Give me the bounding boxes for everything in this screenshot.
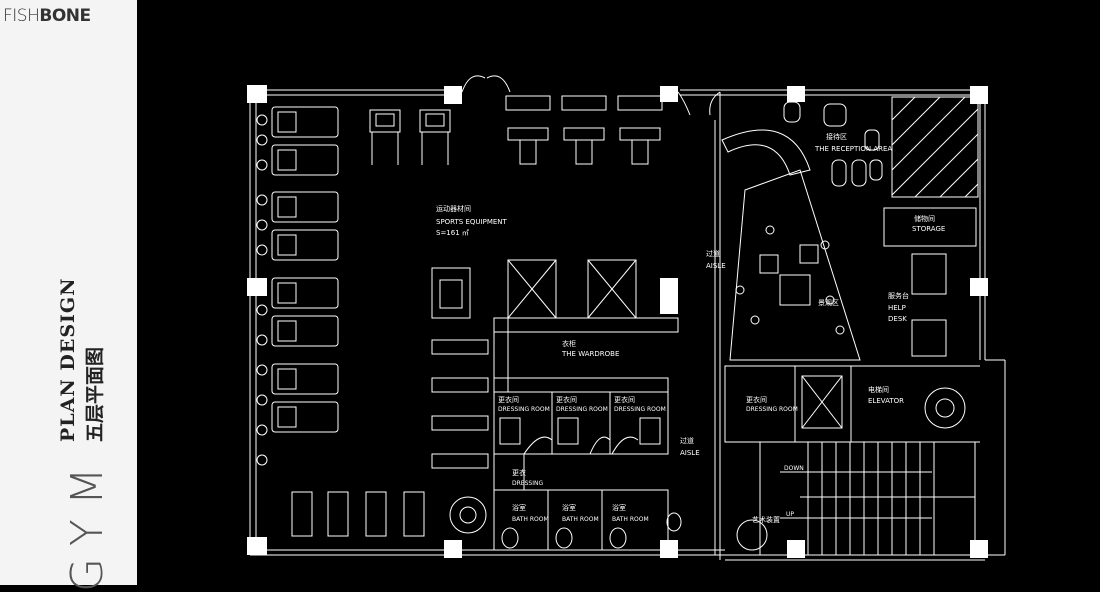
- exercise-machines: [369, 95, 663, 319]
- elevator-label-en: ELEVATOR: [868, 397, 904, 405]
- aisle-lower-label-en: AISLE: [680, 449, 700, 457]
- storage-label-cn: 储物间: [914, 214, 935, 223]
- bath-room-1-cn: 浴室: [512, 503, 526, 512]
- sports-equipment-label-cn: 运动器材间: [436, 204, 471, 213]
- aisle-upper-label-cn: 过道: [706, 249, 720, 258]
- dressing-rooms: [493, 391, 669, 455]
- plant-strip: [256, 114, 268, 466]
- elevator-label-cn: 电梯间: [868, 385, 889, 394]
- fishbone-logo: FISHBONE: [3, 6, 91, 26]
- dressing-room-3-cn: 更衣间: [614, 395, 635, 404]
- bath-room-2-en: BATH ROOM: [562, 516, 599, 523]
- help-desk-label-cn: 服务台: [888, 291, 909, 300]
- plan-design-title-cn: 五层平面图: [84, 346, 106, 442]
- reception-label-en: THE RECEPTION AREA: [814, 145, 892, 153]
- help-desk-label-en1: HELP: [888, 304, 906, 312]
- landscape-label: 景观区: [818, 299, 839, 307]
- dressing-room-2-cn: 更衣间: [556, 395, 577, 404]
- staircase: [759, 441, 976, 556]
- bath-room-3-en: BATH ROOM: [612, 516, 649, 523]
- title-sidebar: FISHBONE PLAN DESIGN 五层平面图 GYM: [0, 0, 137, 592]
- storage-label-en: STORAGE: [912, 225, 945, 233]
- sports-equipment-area: S=161 ㎡: [436, 229, 469, 237]
- bath-room-3-cn: 浴室: [612, 503, 626, 512]
- dressing-room-3-en: DRESSING ROOM: [614, 406, 666, 413]
- reception-plants: [735, 225, 845, 335]
- aisle-upper-label-en: AISLE: [706, 262, 726, 270]
- gym-label: GYM: [62, 453, 113, 592]
- dressing-room-1-en: DRESSING ROOM: [498, 406, 550, 413]
- bath-room-1-en: BATH ROOM: [512, 516, 549, 523]
- stairs-up-label: UP: [786, 511, 794, 518]
- logo-text-bold: BONE: [39, 6, 91, 26]
- dressing-small-cn: 更衣: [512, 468, 526, 477]
- floor-plan-drawing: 运动器材间 SPORTS EQUIPMENT S=161 ㎡ 接待区 THE R…: [247, 75, 1006, 561]
- plan-design-title: PLAN DESIGN: [57, 277, 79, 442]
- wardrobe-label-en: THE WARDROBE: [561, 350, 619, 358]
- exercise-bikes: [291, 491, 425, 537]
- elevator: [724, 365, 980, 443]
- reception-area: [721, 101, 883, 361]
- wardrobe-label-cn: 衣柜: [562, 339, 576, 348]
- entrance-doors: [461, 75, 721, 116]
- aisle-lower-label-cn: 过道: [680, 436, 694, 445]
- dressing-room-1-cn: 更衣间: [498, 395, 519, 404]
- reception-label-cn: 接待区: [826, 132, 847, 141]
- help-desk-label-en2: DESK: [888, 315, 907, 323]
- treadmills: [271, 106, 339, 433]
- dressing-room-2-en: DRESSING ROOM: [556, 406, 608, 413]
- bench-presses: [431, 339, 489, 469]
- dressing-small-en: DRESSING: [512, 480, 543, 487]
- bath-rooms: [493, 453, 682, 551]
- sports-equipment-label-en: SPORTS EQUIPMENT: [436, 218, 508, 226]
- decorative-trees: [449, 387, 966, 551]
- bath-room-2-cn: 浴室: [562, 503, 576, 512]
- logo-text-light: FISH: [3, 6, 40, 26]
- dressing-right-en: DRESSING ROOM: [746, 406, 798, 413]
- structural-columns: [247, 85, 988, 558]
- dressing-right-cn: 更衣间: [746, 395, 767, 404]
- storage-room: [883, 96, 979, 357]
- stairs-down-label: DOWN: [784, 465, 804, 472]
- art-installation-label: 艺术装置: [752, 515, 780, 524]
